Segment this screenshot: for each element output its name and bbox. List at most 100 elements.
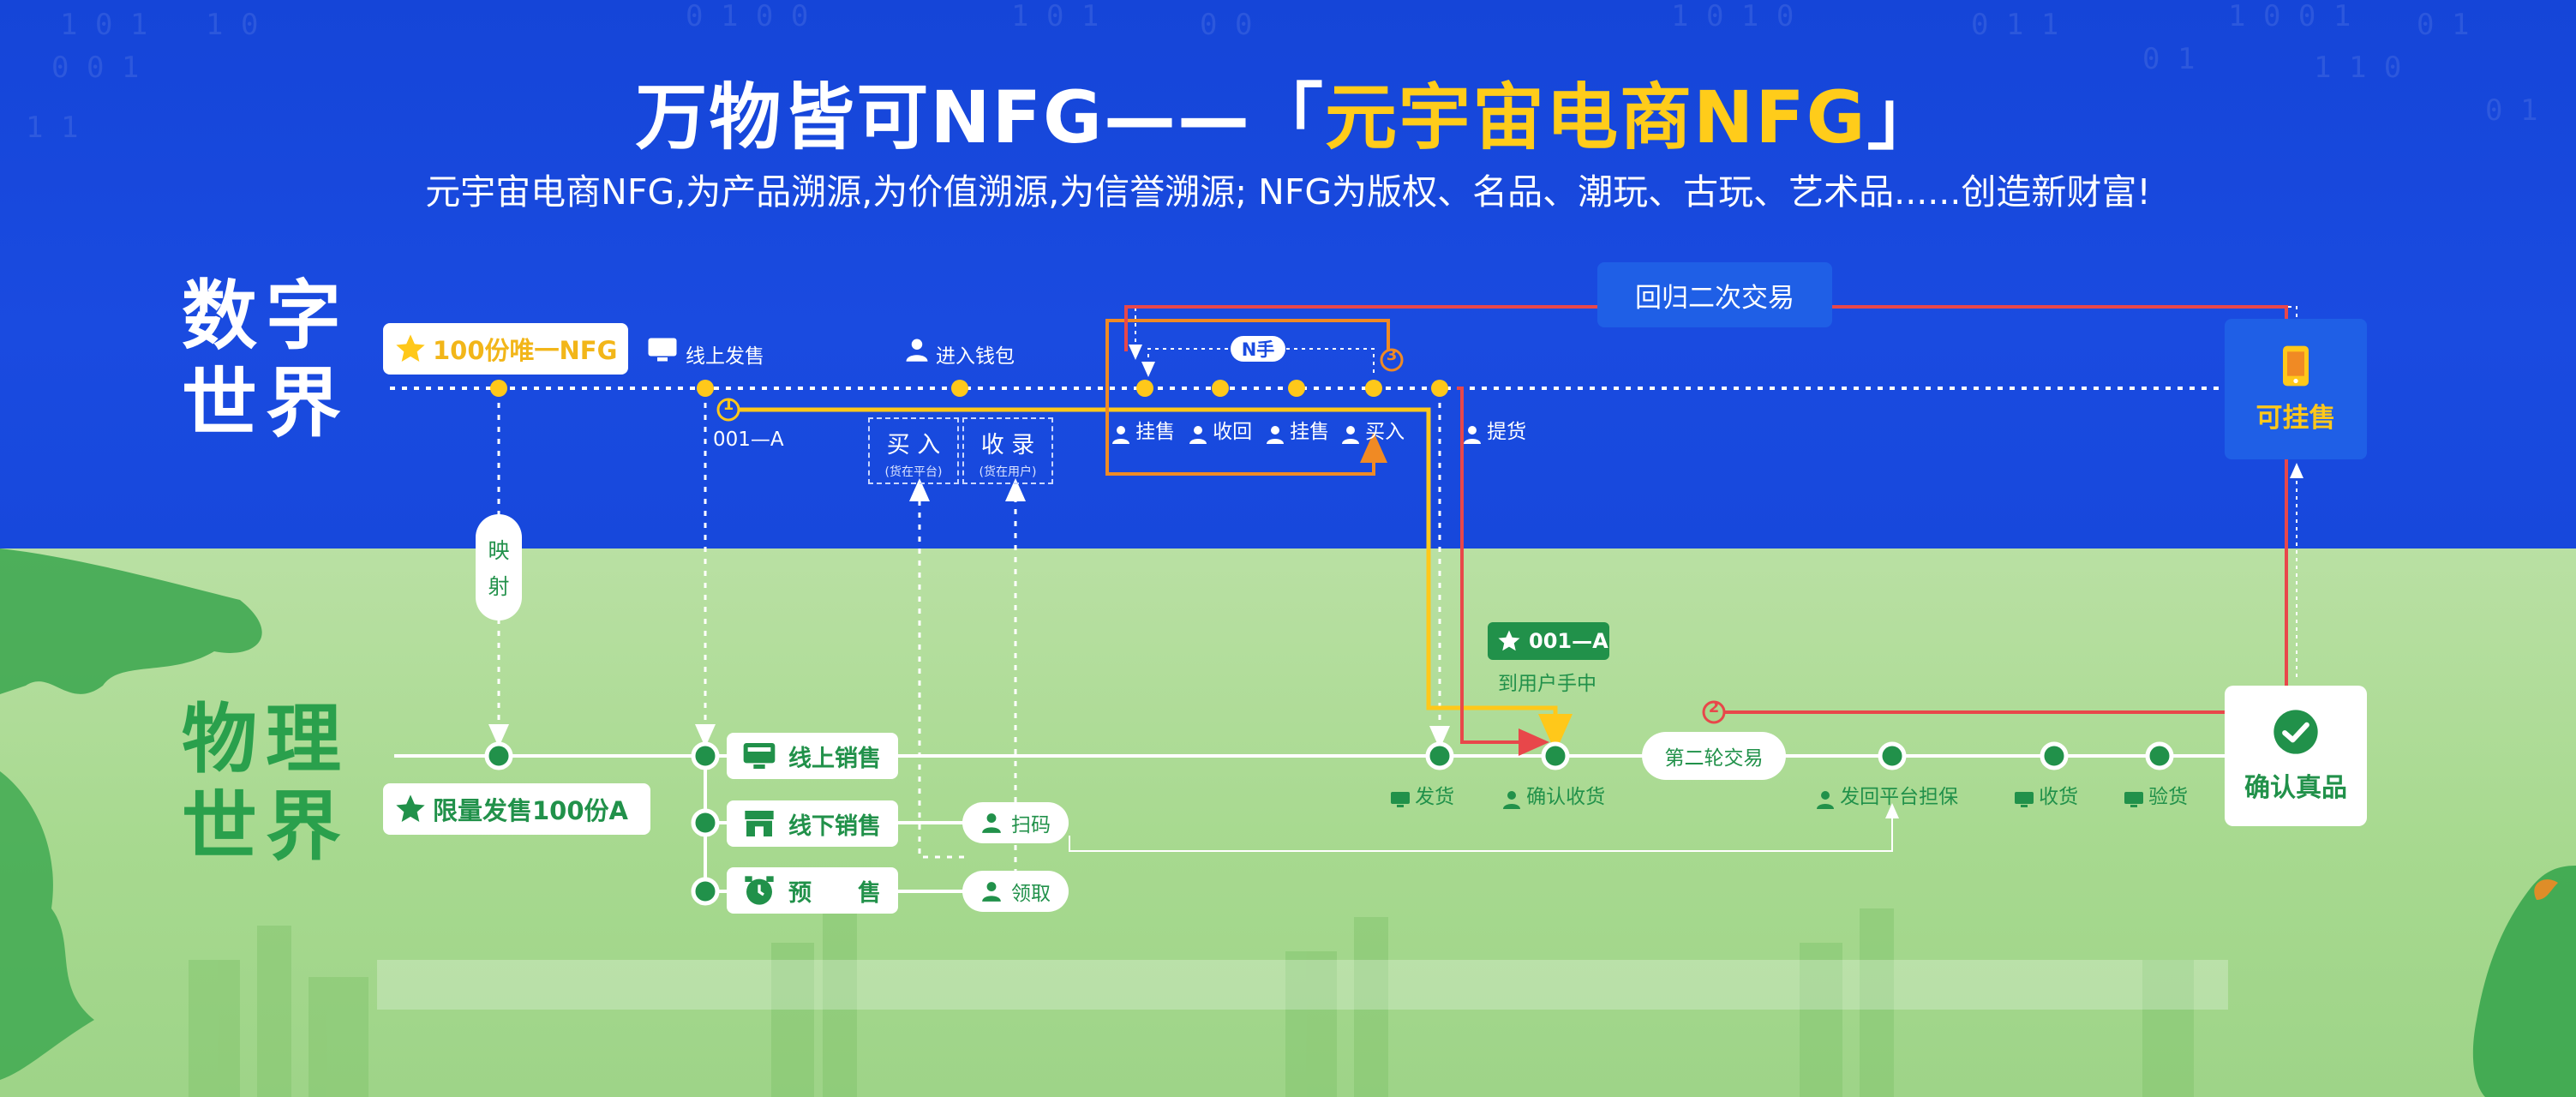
confirm-receipt-label: 确认收货 [1526,786,1606,808]
check-circle-icon [2273,710,2318,754]
computer-icon [2015,791,2034,807]
svg-text:1 1 0: 1 1 0 [2314,51,2401,85]
svg-text:0 0: 0 0 [1200,8,1252,42]
user-icon [1112,425,1129,444]
phone-icon [2283,345,2309,386]
computer-icon [1391,791,1410,807]
node-list1 [1136,380,1153,397]
user-icon [1267,425,1284,444]
digital-world-background [0,0,2576,548]
trade-step-1: 挂售 [1111,415,1175,445]
user-icon [982,882,1001,902]
node-release [697,380,714,397]
return-secondary-badge: 回归二次交易 [1597,262,1832,327]
digital-nodes [490,380,1448,397]
pickup-step: 提货 [1462,415,1526,445]
computer-icon [743,743,776,769]
main-title: 万物皆可NFG——「元宇宙电商NFG」 [0,60,2576,164]
online-release-label: 线上发售 [686,345,764,368]
trade-step-4-label: 买入 [1365,421,1405,443]
red-return-path [1124,305,2288,686]
user-icon [1189,425,1207,444]
can-list-box: 可挂售 [2225,319,2367,459]
collect-note: (货在用户) [979,465,1037,479]
mapping-line2: 射 [488,574,510,599]
title-prefix: 万物皆可NFG——「 [635,75,1325,159]
subtitle: 元宇宙电商NFG,为产品溯源,为价值溯源,为信誉溯源; NFG为版权、名品、潮玩… [425,171,2151,213]
svg-text:1 0: 1 0 [206,8,258,42]
red-to-user-path [1457,387,1549,756]
receive-goods-label: 收货 [2039,786,2079,808]
svg-text:0 1: 0 1 [2417,8,2469,42]
receive-goods-step: 收货 [2014,780,2078,809]
scan-to-buyin-connector [909,478,964,859]
svg-text:0 1 0 0: 0 1 0 0 [686,0,808,33]
ship-label: 发货 [1415,786,1455,808]
digital-world-label: 数字 世界 [182,273,350,447]
scan-code-label: 扫码 [1011,814,1051,836]
pickup-label: 提货 [1487,421,1527,443]
inspect-step: 验货 [2124,780,2188,809]
node-recall [1212,380,1229,397]
mapping-line1: 映 [488,538,510,563]
buy-in-box: 买 入 (货在平台) [868,417,959,484]
trade-step-4: 买入 [1340,415,1405,445]
to-user-label: 到用户手中 [1498,673,1597,695]
svg-text:0 0 1: 0 0 1 [51,51,139,85]
svg-text:1 0 1 0: 1 0 1 0 [1671,0,1794,33]
user-icon [906,339,928,362]
user-icon [982,813,1001,833]
step1-number: 1 [722,396,734,414]
computer-icon [2124,791,2143,807]
buy-in-note: (货在平台) [884,465,943,479]
svg-text:0 1: 0 1 [2142,42,2195,76]
star-icon [396,334,425,362]
digital-world-label-line2: 世界 [182,359,350,447]
step3-marker [1380,348,1404,372]
inspect-label: 验货 [2148,786,2189,808]
node-unique [490,380,507,397]
trade-step-2: 收回 [1188,415,1252,445]
physical-world-label-line1: 物理 [182,695,350,783]
trade-step-3-label: 挂售 [1290,421,1330,443]
trade-step-1-label: 挂售 [1135,421,1176,443]
trade-step-3: 挂售 [1265,415,1329,445]
star-icon [1498,630,1520,651]
return-escrow-label: 发回平台担保 [1840,786,1959,808]
trade-step-2-label: 收回 [1213,421,1253,443]
svg-text:1 0 0 1: 1 0 0 1 [2228,0,2351,33]
limited-release-card: 限量发售100份A [383,783,650,835]
mapping-pill: 映 射 [476,514,522,620]
channel-online-card: 线上销售 [727,733,898,779]
svg-text:0 1: 0 1 [2485,93,2537,128]
nfg-token-label: 001—A [1529,629,1609,653]
step3-number: 3 [1386,346,1398,364]
receive-label: 领取 [1011,883,1051,905]
node-buy [1365,380,1382,397]
node-wallet [951,380,968,397]
can-list-label: 可挂售 [2255,402,2336,434]
alarm-clock-icon [745,876,774,905]
confirm-authentic-label: 确认真品 [2244,773,2347,803]
physical-world-label-line2: 世界 [182,782,350,871]
svg-text:0 1 1: 0 1 1 [1971,8,2058,42]
yellow-flow-path [728,407,1573,752]
svg-text:1 0 1: 1 0 1 [60,8,147,42]
step2-marker [1702,700,1726,724]
channel-presale-label: 预 售 [788,879,881,907]
scan-to-escrow-connector [1069,803,1899,852]
receive-pill: 领取 [962,871,1069,912]
title-highlight: 元宇宙电商NFG [1324,75,1867,159]
buy-in-title: 买 入 [886,432,941,459]
collect-box: 收 录 (货在用户) [962,417,1053,484]
confirm-authentic-box: 确认真品 [2225,686,2367,826]
return-escrow-step: 发回平台担保 [1815,780,1958,810]
title-suffix: 」 [1866,75,1941,159]
physical-world-label: 物理 世界 [182,696,350,871]
computer-icon [648,338,677,362]
user-icon [1817,790,1834,809]
